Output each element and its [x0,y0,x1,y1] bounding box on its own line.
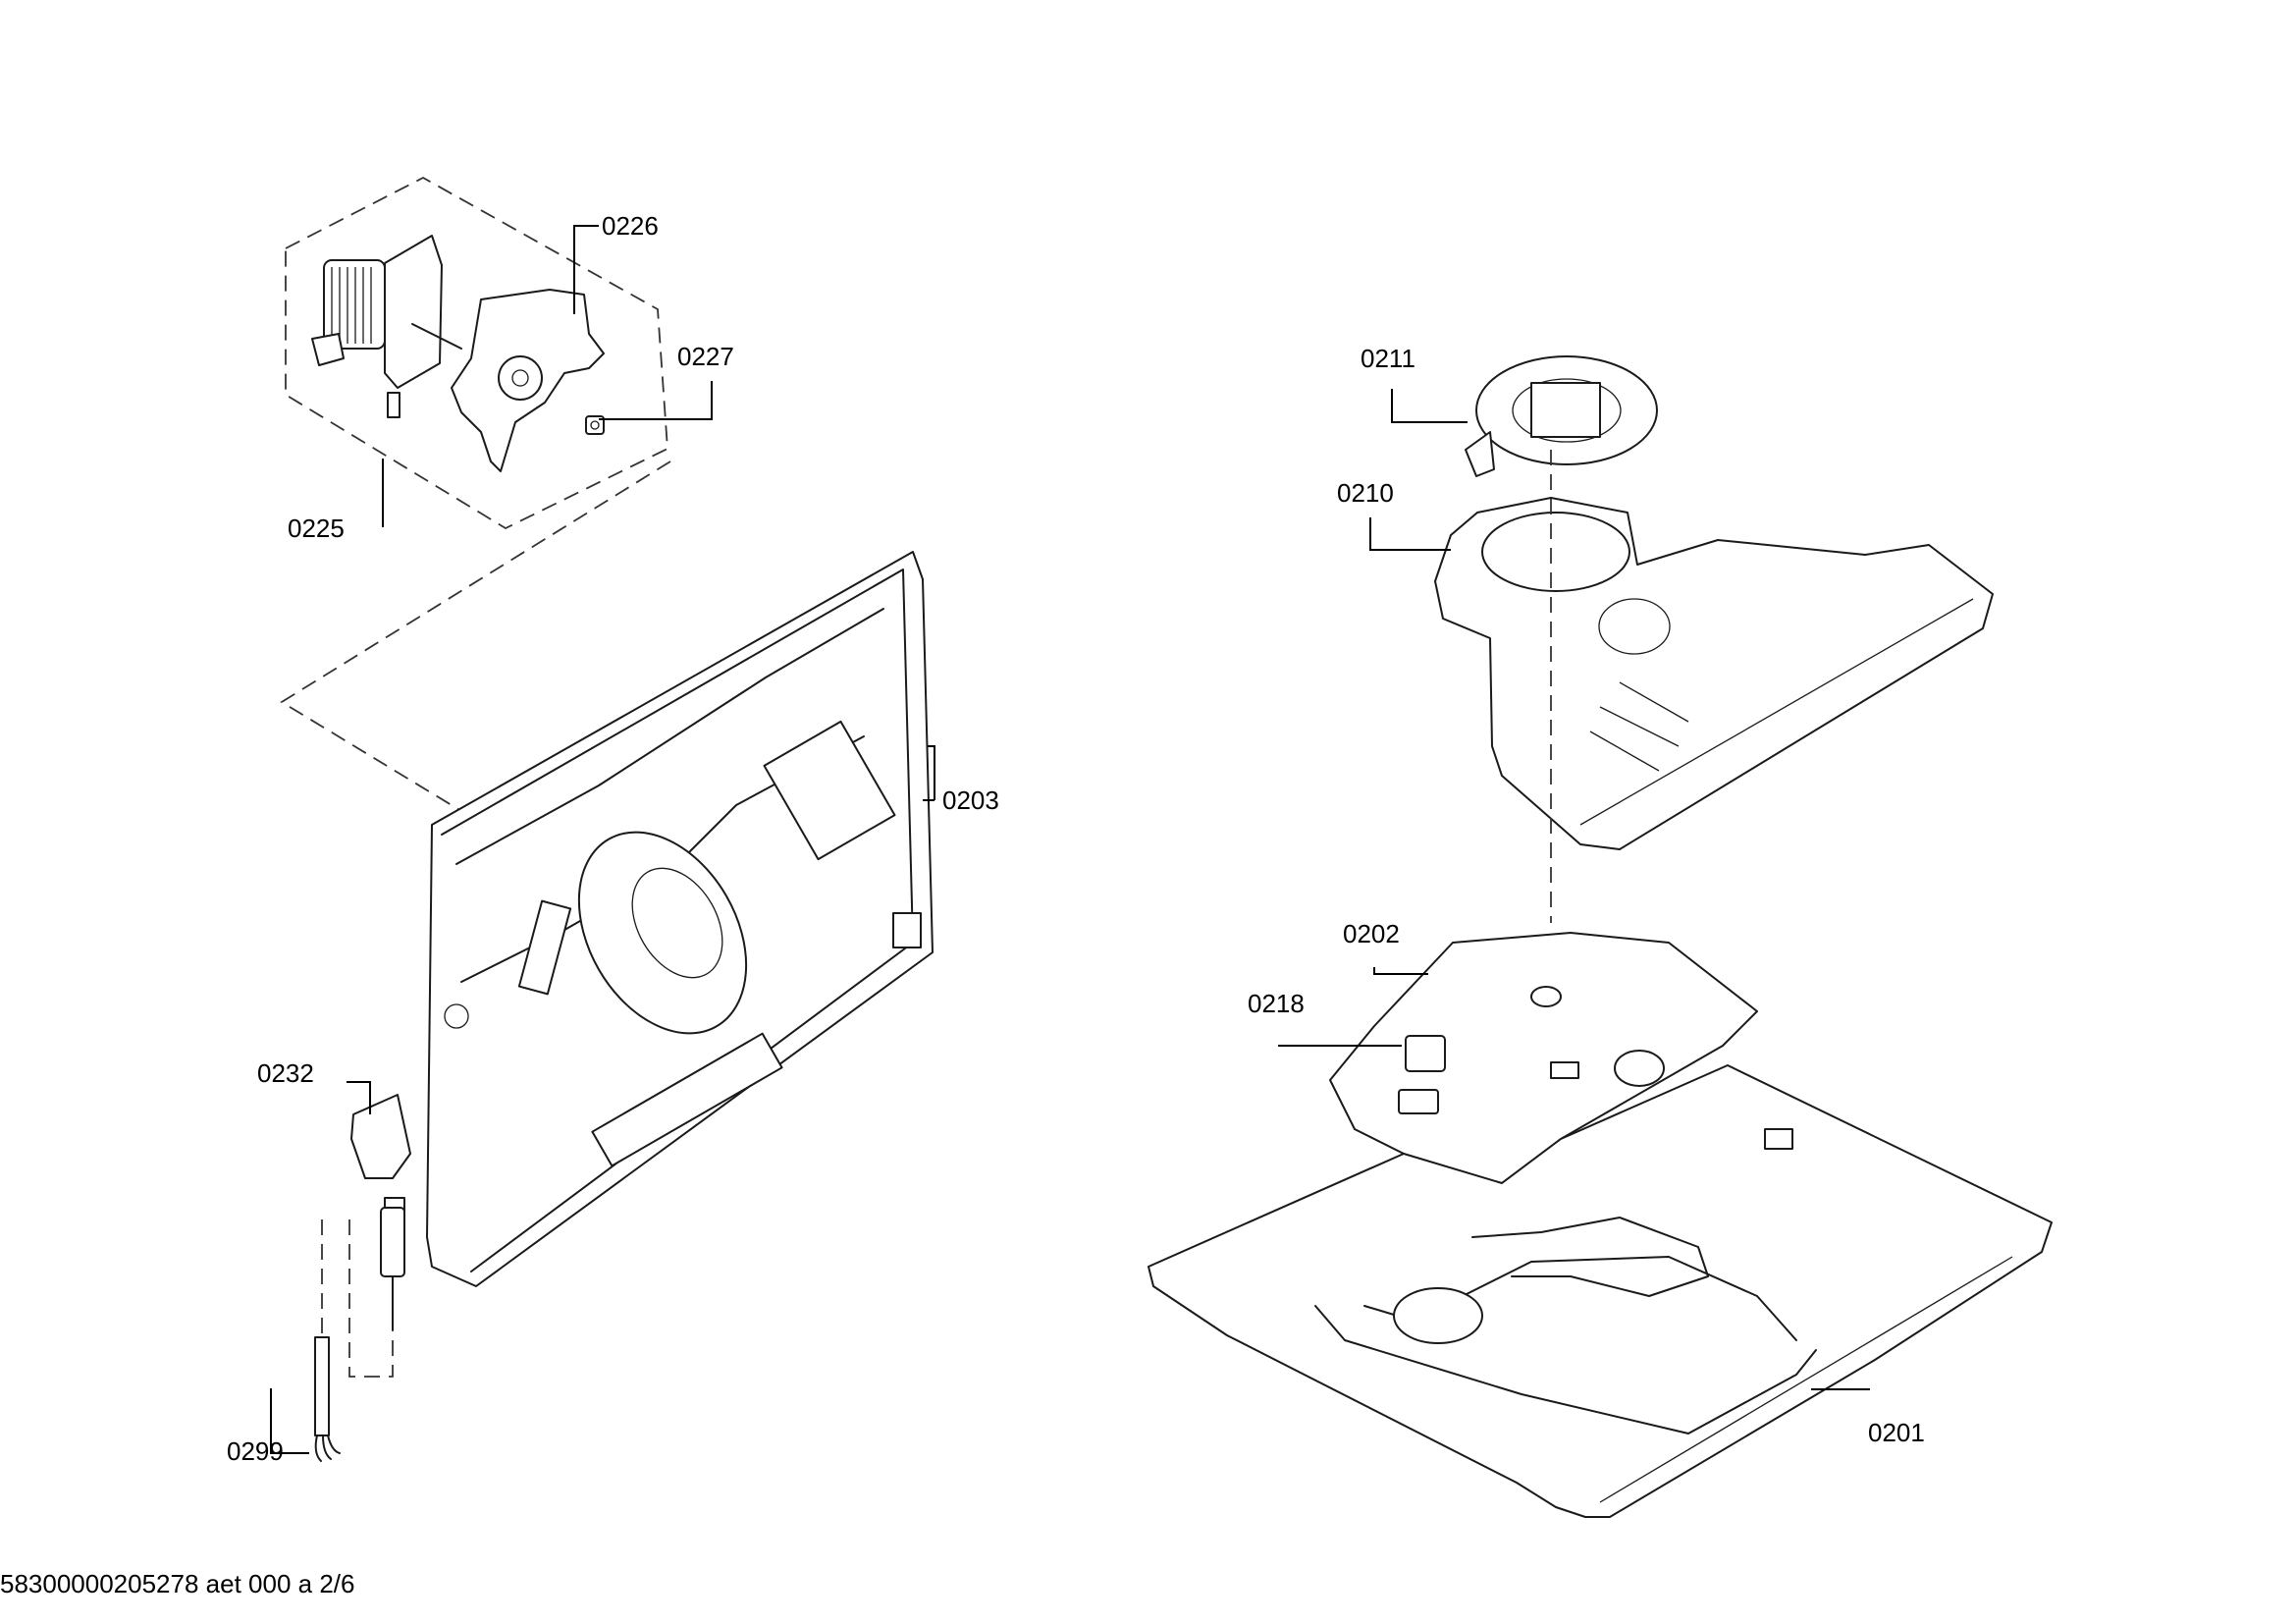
callout-0201: 0201 [1868,1418,1925,1447]
callout-0225: 0225 [288,514,345,543]
callout-0227: 0227 [677,342,734,371]
document-code: 58300000205278 aet 000 a 2/6 [0,1569,355,1598]
cooling-duct-housing[interactable] [1434,497,1994,850]
callout-0226: 0226 [602,211,659,241]
callout-0211: 0211 [1361,344,1415,373]
back-panel[interactable] [426,551,934,1287]
cooling-fan-wheel[interactable] [1465,355,1658,477]
leader-lines [270,225,1870,1454]
fan-impeller[interactable] [451,289,605,472]
callout-labels: 0226 0227 0225 0203 0232 0299 0211 0210 … [227,211,1925,1466]
sensor-clip[interactable] [1398,1035,1446,1114]
mains-cable[interactable] [314,1336,341,1462]
callout-0203: 0203 [942,785,999,815]
fan-motor[interactable] [311,235,462,418]
base-plate[interactable] [1148,1064,2053,1518]
callout-0218: 0218 [1248,989,1305,1018]
fan-nut[interactable] [585,415,605,435]
heat-shield-plate[interactable] [1329,932,1758,1184]
callout-0210: 0210 [1337,478,1394,508]
callout-0299: 0299 [227,1436,284,1466]
callout-0232: 0232 [257,1058,314,1088]
cable-connector[interactable] [380,1207,405,1331]
callout-0202: 0202 [1343,919,1400,948]
